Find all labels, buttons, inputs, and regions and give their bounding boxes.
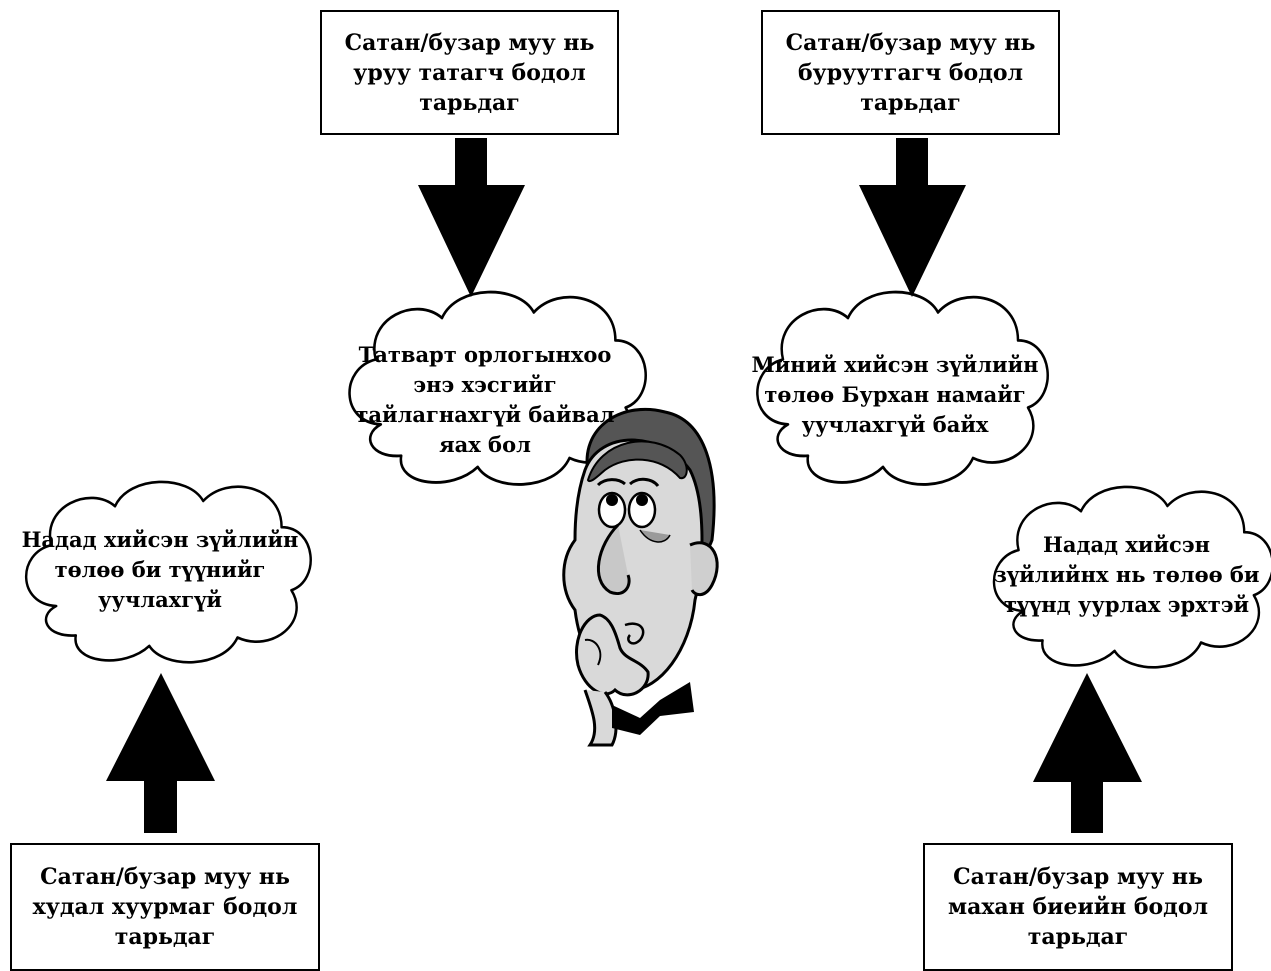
box-bottom-left: Сатан/бузар муу нь худал хуурмаг бодол т… (10, 843, 320, 971)
thinking-man-icon (562, 407, 719, 747)
arrow-up-left (106, 673, 215, 833)
cloud-far-right-text: Надад хийсэн зүйлийнх нь төлөө би түүнд … (993, 532, 1260, 617)
arrow-down-right (859, 138, 966, 297)
box-top-left: Сатан/бузар муу нь уруу татагч бодол тар… (320, 10, 619, 135)
box-top-left-text: Сатан/бузар муу нь уруу татагч бодол тар… (344, 29, 595, 116)
cloud-far-left-text: Надад хийсэн зүйлийн төлөө би түүнийг уу… (21, 527, 299, 612)
cloud-center-left-text: Татварт орлогынхоо энэ хэсгийг тайлагнах… (355, 342, 615, 457)
arrow-up-right (1033, 673, 1142, 833)
box-top-right: Сатан/бузар муу нь буруутгагч бодол тарь… (761, 10, 1060, 135)
box-top-right-text: Сатан/бузар муу нь буруутгагч бодол тарь… (785, 29, 1036, 116)
box-bottom-right-text: Сатан/бузар муу нь махан биеийн бодол та… (947, 864, 1209, 950)
arrow-down-left (418, 138, 525, 297)
box-bottom-right: Сатан/бузар муу нь махан биеийн бодол та… (923, 843, 1233, 971)
box-bottom-left-text: Сатан/бузар муу нь худал хуурмаг бодол т… (32, 864, 298, 950)
cloud-center-right-text: Миний хийсэн зүйлийн төлөө Бурхан намайг… (751, 352, 1039, 437)
